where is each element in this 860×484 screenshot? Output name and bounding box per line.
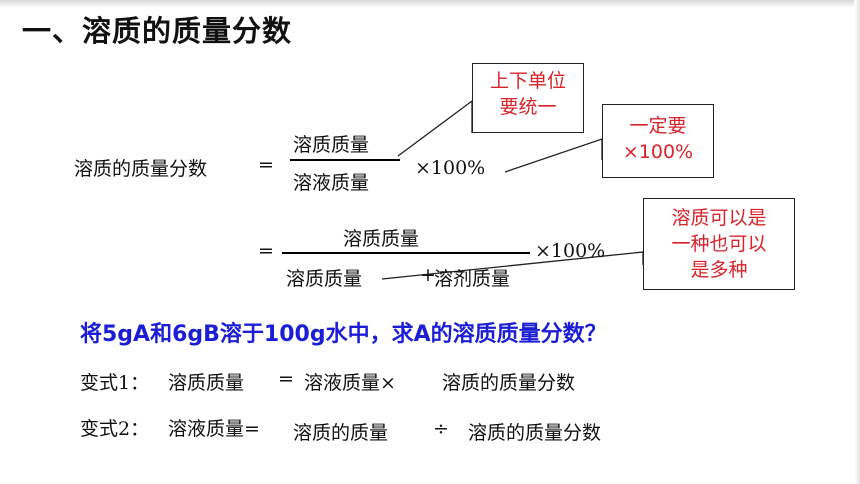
formula2-numerator: 溶质质量 [343,228,420,250]
variant1-solution-mass: 溶液质量× [304,372,396,394]
formula1-multiplier: ×100% [415,157,486,179]
callout-must-multiply-100: 一定要 ×100% [602,104,714,178]
variant2-divide-sign: ÷ [433,418,449,440]
example-question: 将5gA和6gB溶于100g水中，求A的溶质质量分数？ [80,322,607,347]
right-shadow-edge [854,0,860,484]
variant1-equals: = [278,368,294,390]
formula2-denominator-solute: 溶质质量 [286,268,363,290]
variant1-mass-fraction: 溶质的质量分数 [442,372,576,394]
variant2-solution-mass: 溶液质量= [168,418,260,440]
units-callout-pointer [397,99,473,157]
formula2-multiplier: ×100% [535,240,606,262]
variant1-label: 变式1： [80,372,150,394]
variant2-solute-mass: 溶质的质量 [293,422,389,444]
callout-units-line-1: 上下单位 [489,70,566,92]
formula1-fraction-bar [290,159,400,161]
callout-percent-line-2: ×100% [622,141,694,163]
callout-percent-line-1: 一定要 [629,115,687,137]
callout-solute-line-1: 溶质可以是 [671,207,767,229]
formula2-equals: = [258,240,274,262]
formula1-lhs: 溶质的质量分数 [74,158,208,180]
callout-units-consistent: 上下单位 要统一 [472,63,584,133]
callout-solute-line-2: 一种也可以 [671,233,767,255]
formula1-denominator: 溶液质量 [293,172,370,194]
formula1-numerator: 溶质质量 [293,134,370,156]
top-shadow-bar [0,0,860,8]
slide-title: 一、溶质的质量分数 [22,14,293,48]
variant1-solute-mass: 溶质质量 [168,372,245,394]
percent-callout-pointer [504,138,603,173]
callout-solute-one-or-more: 溶质可以是 一种也可以 是多种 [643,198,795,290]
callout-units-line-2: 要统一 [499,96,557,118]
formula1-equals: = [258,154,274,176]
formula2-denominator-solvent: 溶剂质量 [434,268,511,290]
callout-solute-line-3: 是多种 [690,259,748,281]
formula2-plus-sign: + [420,264,436,286]
variant2-mass-fraction: 溶质的质量分数 [468,422,602,444]
variant2-label: 变式2： [80,418,150,440]
formula2-fraction-bar [282,252,530,254]
